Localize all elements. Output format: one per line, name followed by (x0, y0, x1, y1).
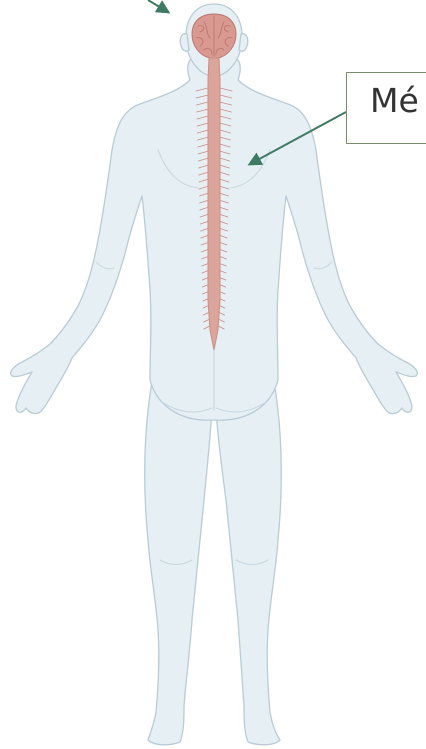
right-leg (216, 382, 281, 745)
left-ear (180, 34, 189, 52)
left-leg (145, 382, 212, 745)
spinal-cord (208, 58, 220, 350)
brain-icon (192, 14, 236, 58)
brain-pointer-arrow (148, 0, 168, 12)
spinal-cord-label: Mé (370, 84, 419, 117)
right-ear (239, 34, 248, 52)
